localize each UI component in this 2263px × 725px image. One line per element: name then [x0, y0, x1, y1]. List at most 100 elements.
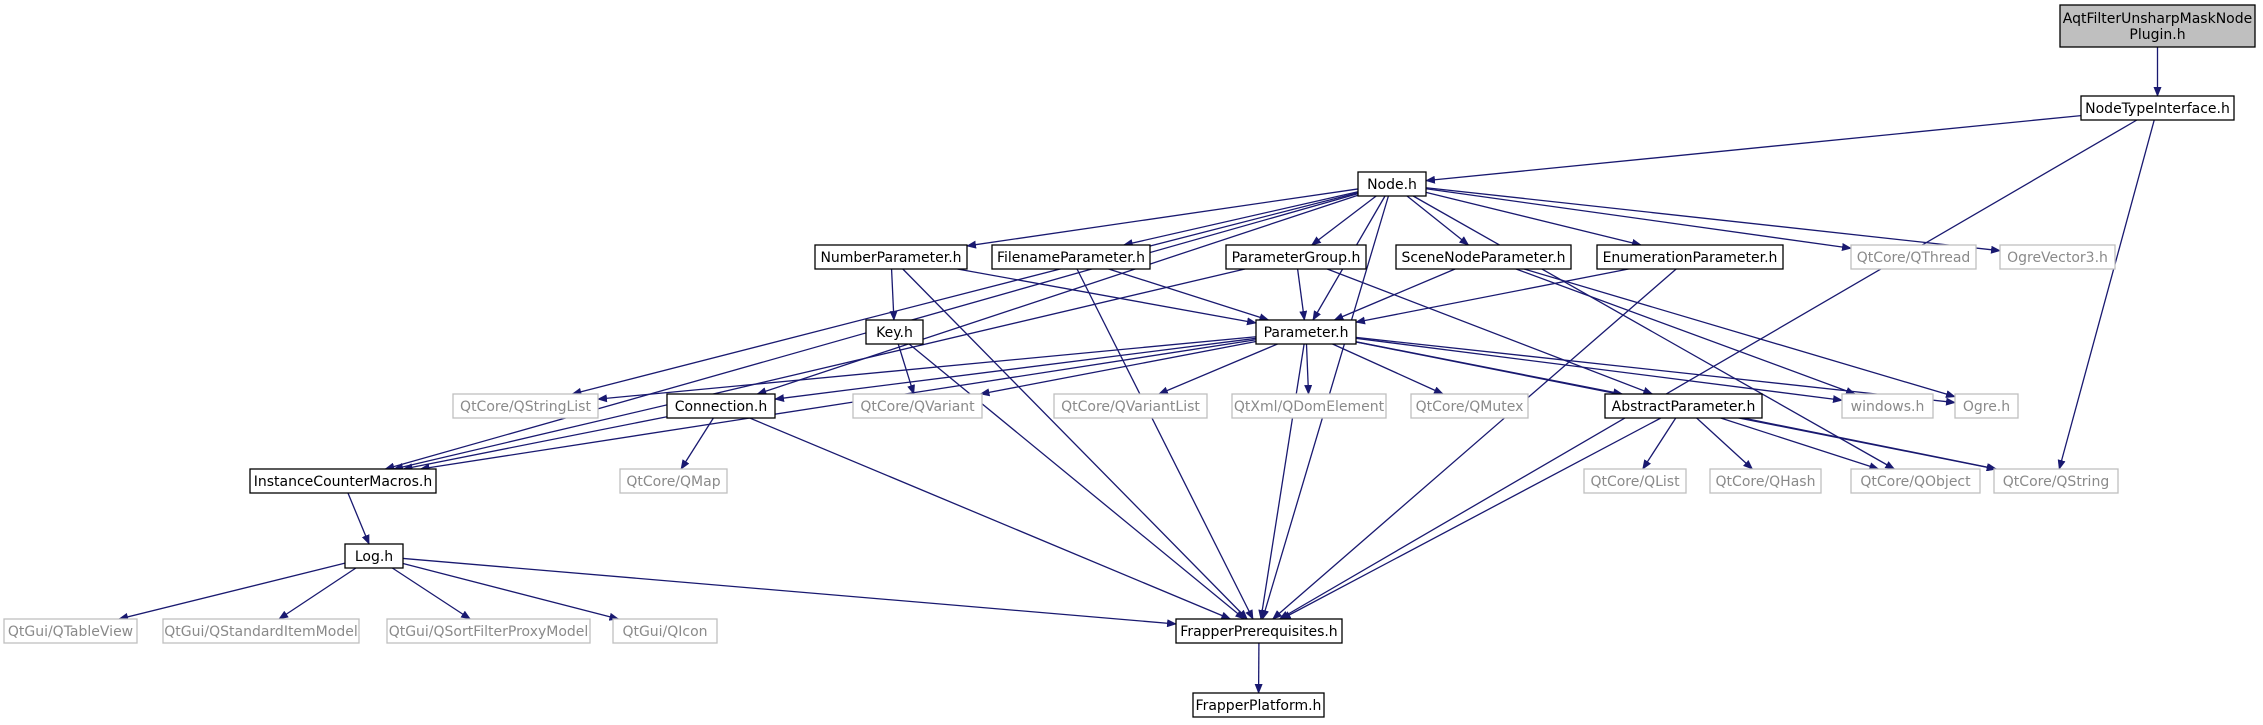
node-box [249, 468, 437, 494]
node-nti[interactable]: NodeTypeInterface.h [2080, 95, 2235, 121]
node-box [666, 393, 776, 419]
node-box [1850, 244, 1977, 270]
node-qstring: QtCore/QString [1993, 468, 2119, 494]
edge-param-to-qmutex [1332, 343, 1444, 395]
node-qvariantlist: QtCore/QVariantList [1053, 393, 1208, 419]
node-box [3, 618, 138, 644]
node-scenenode[interactable]: SceneNodeParameter.h [1395, 244, 1572, 270]
node-qthread: QtCore/QThread [1850, 244, 1977, 270]
node-key[interactable]: Key.h [865, 319, 924, 345]
edge-node-to-qstringlist [571, 192, 1359, 396]
node-box [344, 543, 404, 569]
node-label: FilenameParameter.h [997, 250, 1145, 266]
edge-node-to-enumparam [1425, 191, 1642, 247]
edge-connection-to-icm [402, 416, 668, 472]
node-param[interactable]: Parameter.h [1255, 319, 1357, 345]
edge-fileparam-to-fprereq [1076, 268, 1254, 620]
edge-connection-to-fprereq [749, 417, 1232, 620]
node-label: QtGui/QSortFilterProxyModel [389, 624, 589, 640]
node-label: NodeTypeInterface.h [2085, 101, 2230, 117]
edge-param-to-qstringlist [597, 336, 1257, 403]
edge-param-to-icm [419, 339, 1257, 472]
node-box [1999, 244, 2116, 270]
node-label: QtCore/QString [2003, 474, 2109, 490]
node-box [1410, 393, 1529, 419]
node-qmutex: QtCore/QMutex [1410, 393, 1529, 419]
node-label: OgreVector3.h [2007, 250, 2108, 266]
node-label: QtXml/QDomElement [1234, 399, 1385, 415]
edge-node-to-qthread [1425, 188, 1852, 251]
node-paramgroup[interactable]: ParameterGroup.h [1225, 244, 1367, 270]
edge-numparam-to-key [889, 268, 898, 321]
node-label: QtCore/QVariantList [1061, 399, 1200, 415]
node-label: Parameter.h [1264, 325, 1349, 341]
node-label: Plugin.h [2129, 27, 2185, 43]
node-qobject: QtCore/QObject [1850, 468, 1981, 494]
node-box [991, 244, 1151, 270]
node-box [386, 618, 591, 644]
edge-log-to-qsfpm [391, 567, 472, 620]
edge-scenenode-to-ogre [1523, 268, 1956, 398]
file-nodes: AqtFilterUnsharpMaskNodePlugin.hNodeType… [3, 4, 2256, 718]
node-label: Connection.h [675, 399, 768, 415]
node-fprereq[interactable]: FrapperPrerequisites.h [1175, 618, 1343, 644]
node-label: QtCore/QMap [626, 474, 720, 490]
node-ogre: Ogre.h [1954, 393, 2019, 419]
node-absparam[interactable]: AbstractParameter.h [1604, 393, 1763, 419]
edge-nti-to-node [1425, 114, 2082, 184]
node-box [1841, 393, 1934, 419]
edge-absparam-to-qobject [1720, 417, 1880, 471]
node-box [852, 393, 983, 419]
node-box [2059, 4, 2256, 48]
node-label: EnumerationParameter.h [1603, 250, 1778, 266]
node-label: QtCore/QList [1590, 474, 1680, 490]
node-box [1225, 244, 1367, 270]
edge-nti-to-fprereq [1278, 119, 2138, 620]
edge-key-to-qvariant [897, 343, 915, 395]
node-log[interactable]: Log.h [344, 543, 404, 569]
edge-scenenode-to-windows [1515, 268, 1856, 395]
edge-node-to-ogrevec [1425, 187, 2001, 254]
edge-numparam-to-param [957, 268, 1257, 326]
node-label: Node.h [1367, 177, 1417, 193]
node-box [2080, 95, 2235, 121]
node-label: FrapperPrerequisites.h [1180, 624, 1337, 640]
node-qlist: QtCore/QList [1583, 468, 1687, 494]
edge-enumparam-to-fprereq [1272, 268, 1677, 620]
node-fileparam[interactable]: FilenameParameter.h [991, 244, 1151, 270]
node-label: InstanceCounterMacros.h [254, 474, 432, 490]
node-label: FrapperPlatform.h [1196, 698, 1322, 714]
node-label: QtGui/QTableView [8, 624, 133, 640]
node-fplatform[interactable]: FrapperPlatform.h [1192, 692, 1325, 718]
node-qvariant: QtCore/QVariant [852, 393, 983, 419]
node-enumparam[interactable]: EnumerationParameter.h [1596, 244, 1784, 270]
node-qsim: QtGui/QStandardItemModel [162, 618, 360, 644]
node-label: QtCore/QVariant [860, 399, 975, 415]
node-box [865, 319, 924, 345]
edge-numparam-to-fprereq [902, 268, 1248, 620]
node-qmap: QtCore/QMap [619, 468, 728, 494]
node-label: NumberParameter.h [820, 250, 961, 266]
node-node[interactable]: Node.h [1357, 171, 1427, 197]
node-qstringlist: QtCore/QStringList [452, 393, 599, 419]
node-box [1954, 393, 2019, 419]
node-box [1231, 393, 1387, 419]
node-box [1192, 692, 1325, 718]
node-box [1175, 618, 1343, 644]
edge-param-to-windows [1355, 337, 1843, 404]
node-connection[interactable]: Connection.h [666, 393, 776, 419]
node-qhash: QtCore/QHash [1709, 468, 1822, 494]
node-box [1395, 244, 1572, 270]
edge-log-to-fprereq [402, 557, 1177, 628]
node-label: QtCore/QThread [1857, 250, 1971, 266]
edge-connection-to-qmap [680, 417, 714, 470]
node-label: QtCore/QMutex [1416, 399, 1524, 415]
edge-param-to-connection [774, 337, 1257, 403]
edge-paramgroup-to-absparam [1326, 268, 1654, 395]
edge-param-to-fprereq [1258, 343, 1305, 620]
node-label: AqtFilterUnsharpMaskNode [2063, 11, 2253, 27]
node-numparam[interactable]: NumberParameter.h [814, 244, 968, 270]
node-icm[interactable]: InstanceCounterMacros.h [249, 468, 437, 494]
